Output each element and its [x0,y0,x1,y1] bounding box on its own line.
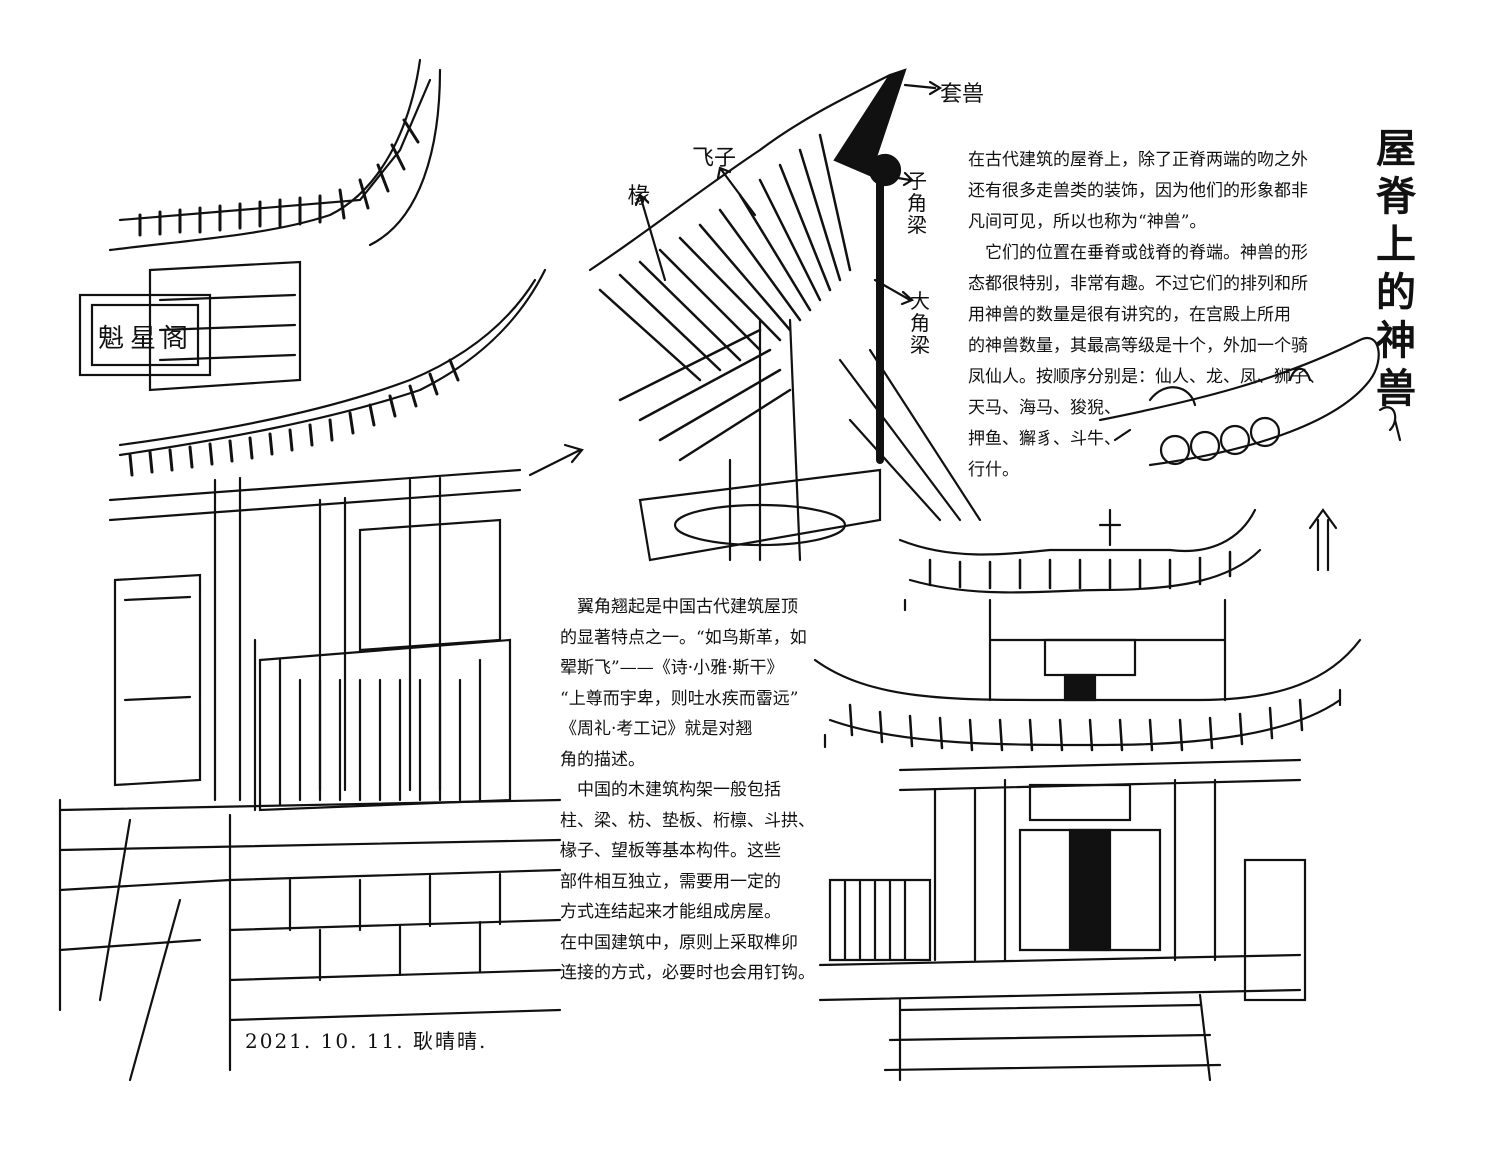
arrow-up-to-beasts [1308,508,1338,572]
text-line: 角的描述。 [560,749,645,770]
label-taoshou: 套兽 [940,82,985,107]
left-pavilion-sketch [58,58,562,1082]
text-line: 的神兽数量，其最高等级是十个，外加一个骑 [968,336,1308,356]
text-line: 翼角翘起是中国古代建筑屋顶 [560,597,798,617]
text-line: 押鱼、獬豸、斗牛、 [968,429,1121,449]
label-dajiaoliang: 大角梁 [910,289,930,357]
text-line: 用神兽的数量是很有讲究的，在宫殿上所用 [968,305,1291,325]
signature-date: 2021. 10. 11. 耿晴晴. [245,1029,488,1053]
text-line: 凤仙人。按顺序分别是：仙人、龙、凤、狮子、 [968,367,1325,387]
text-line: 在中国建筑中，原则上采取榫卯 [560,932,798,953]
text-line: 凡间可见，所以也称为“神兽”。 [968,212,1207,232]
roof-corner-detail-sketch [588,68,982,562]
arrow-to-detail [528,443,584,477]
text-line: 部件相互独立，需要用一定的 [560,871,781,892]
text-line: 椽子、望板等基本构件。这些 [560,841,781,861]
text-line: 中国的木建筑构架一般包括 [560,780,781,800]
text-line: 翚斯飞”——《诗·小雅·斯干》 [560,658,784,678]
label-chuan: 椽 [628,184,651,209]
roof-beasts-sketch [1098,336,1402,467]
left-plaque-text: 魁星阁 [98,324,195,354]
label-feizi: 飞子 [692,146,737,171]
text-line: 在古代建筑的屋脊上，除了正脊两端的吻之外 [968,150,1308,170]
roof-corner-description: 翼角翘起是中国古代建筑屋顶 的显著特点之一。“如鸟斯革，如 翚斯飞”——《诗·小… [560,592,840,989]
text-line: 天马、海马、狻猊、 [968,398,1121,418]
text-line: 它们的位置在垂脊或戗脊的脊端。神兽的形 [968,243,1308,263]
right-pavilion-sketch [813,508,1362,1082]
text-line: 连接的方式，必要时也会用钉钩。 [560,963,815,983]
page-title: 屋脊上的神兽 [1376,125,1416,412]
text-line: “上尊而宇卑，则吐水疾而霤远” [560,688,799,709]
text-line: 还有很多走兽类的装饰，因为他们的形象都非 [968,181,1308,201]
text-line: 行什。 [968,460,1019,480]
text-line: 的显著特点之一。“如鸟斯革，如 [560,627,807,648]
text-line: 态都很特别，非常有趣。不过它们的排列和所 [968,274,1308,294]
text-line: 方式连结起来才能组成房屋。 [560,902,781,922]
roof-beasts-description: 在古代建筑的屋脊上，除了正脊两端的吻之外 还有很多走兽类的装饰，因为他们的形象都… [968,145,1348,486]
text-line: 柱、梁、枋、垫板、桁檩、斗拱、 [560,810,815,831]
text-line: 《周礼·考工记》就是对翘 [560,719,753,739]
label-zijiaoliang: 子角梁 [907,169,927,237]
